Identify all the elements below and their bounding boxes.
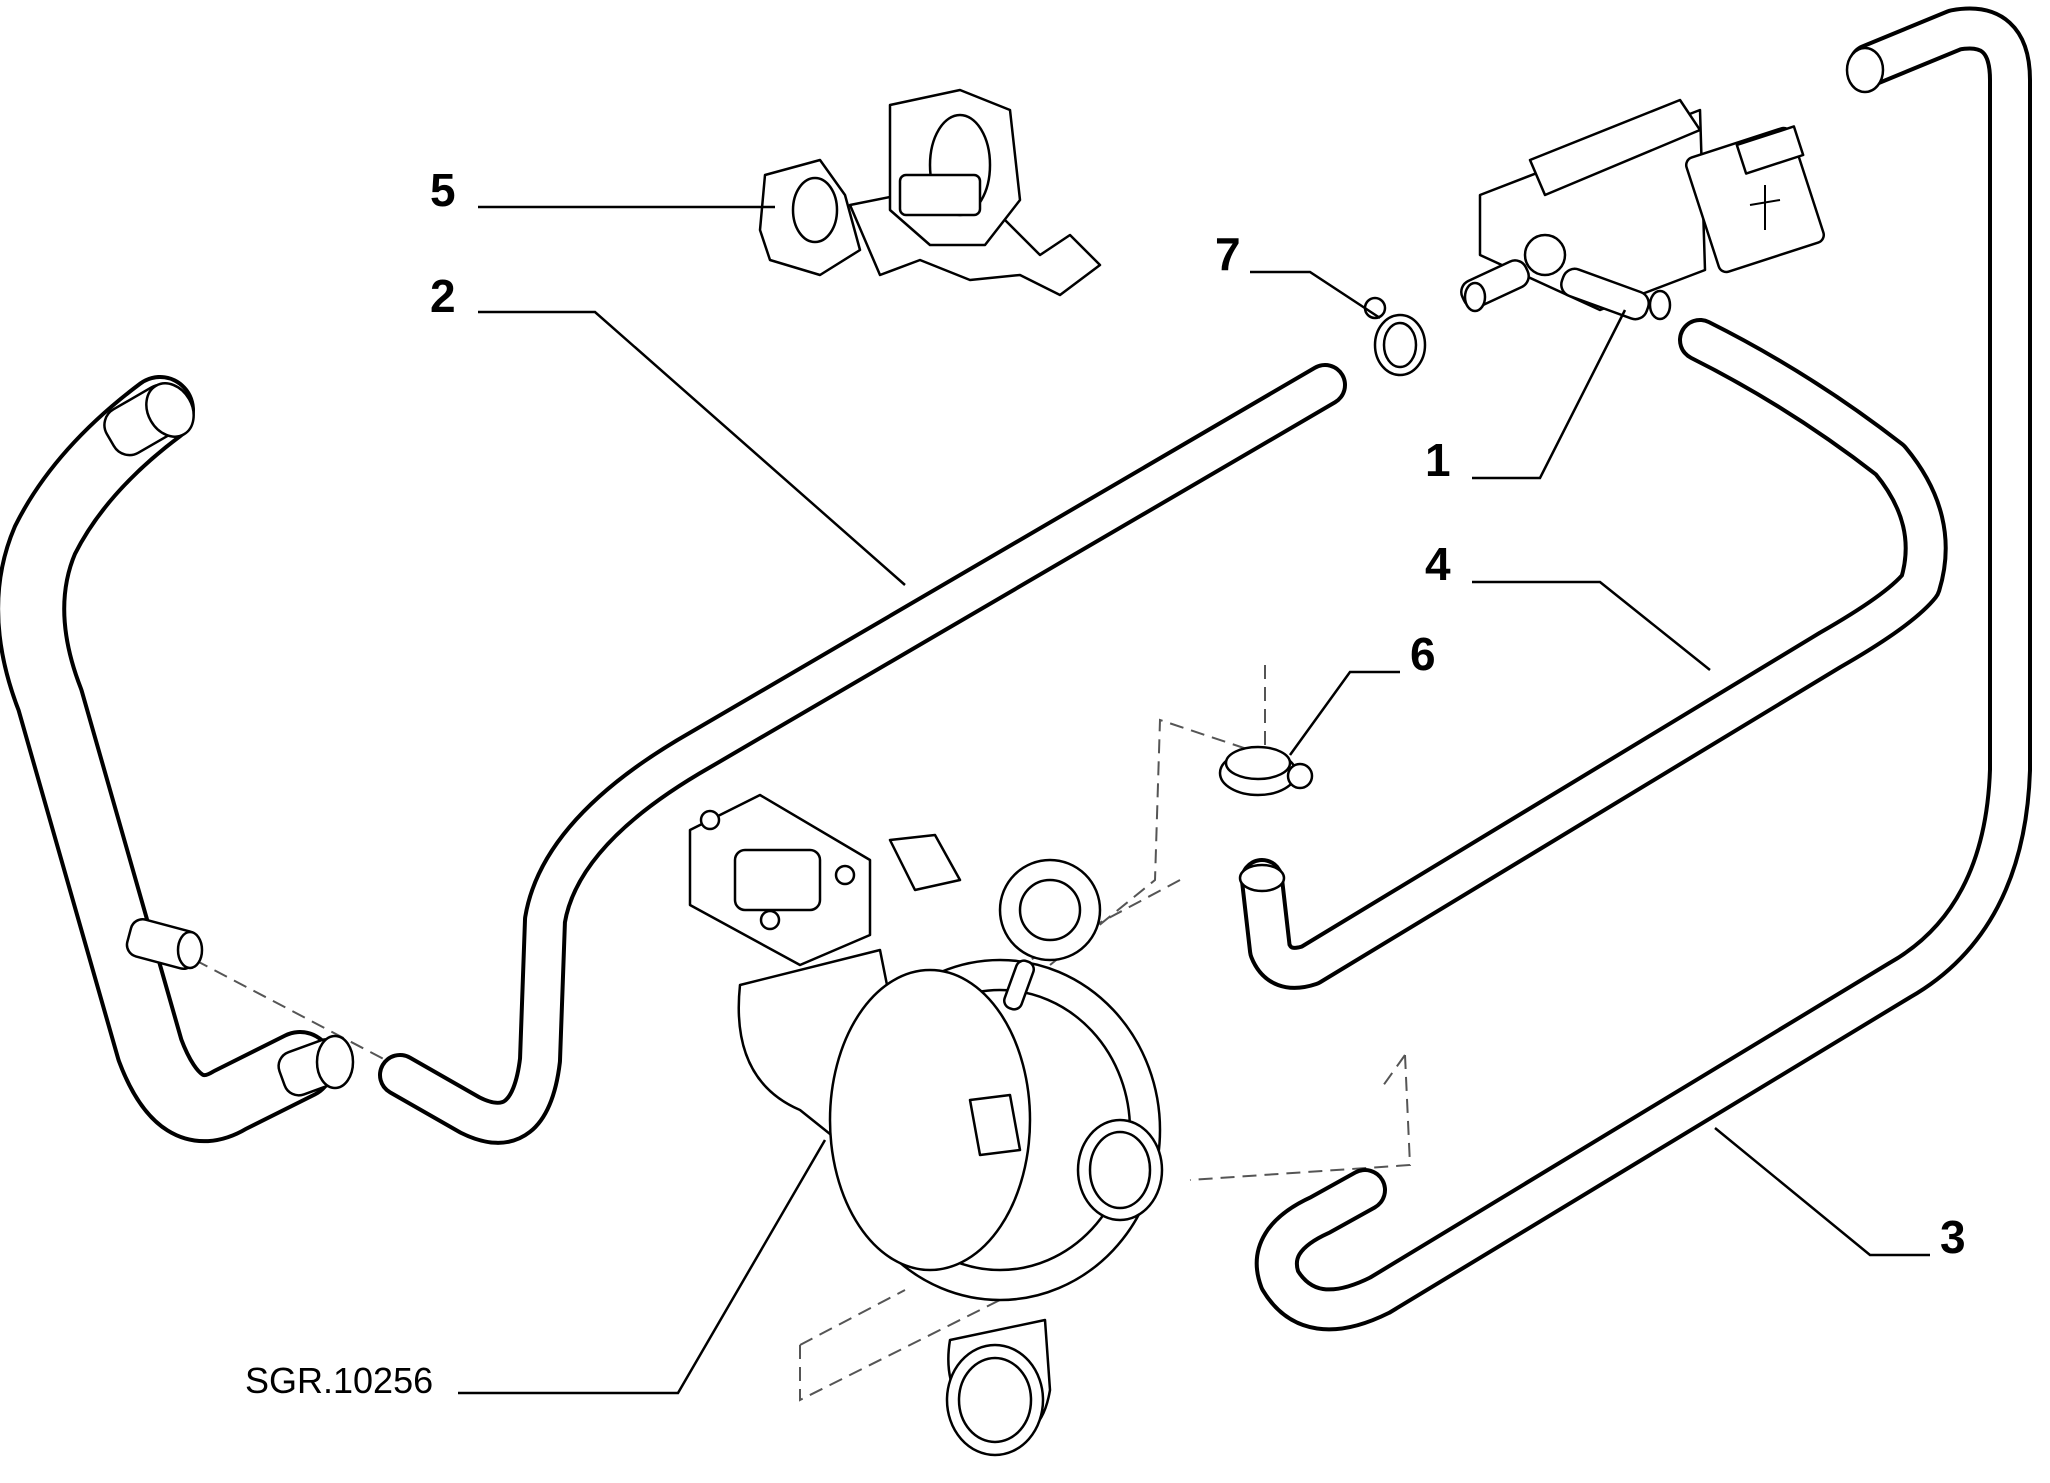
hose-part-3 xyxy=(1254,6,2032,1332)
coolant-pipe-left xyxy=(0,375,355,1144)
callout-2: 2 xyxy=(430,270,456,322)
callout-5: 5 xyxy=(430,164,456,216)
hose-clamp-part-7 xyxy=(1363,296,1427,377)
diagram-reference-code: SGR.10256 xyxy=(245,1360,433,1401)
callout-3: 3 xyxy=(1940,1211,1966,1263)
callout-1: 1 xyxy=(1425,434,1451,486)
turbocharger xyxy=(688,793,1164,1457)
callout-7: 7 xyxy=(1215,228,1241,280)
assembly-guide-lines xyxy=(194,665,1412,1402)
callout-6: 6 xyxy=(1410,628,1436,680)
bracket-part-5 xyxy=(758,88,1102,297)
callout-4: 4 xyxy=(1425,538,1451,590)
hose-clamp-part-6 xyxy=(1218,745,1314,797)
solenoid-valve-part-1 xyxy=(1460,98,1826,321)
leader-lines xyxy=(458,205,1930,1395)
hose-part-2 xyxy=(378,363,1347,1145)
hose-part-4 xyxy=(1238,318,1948,990)
